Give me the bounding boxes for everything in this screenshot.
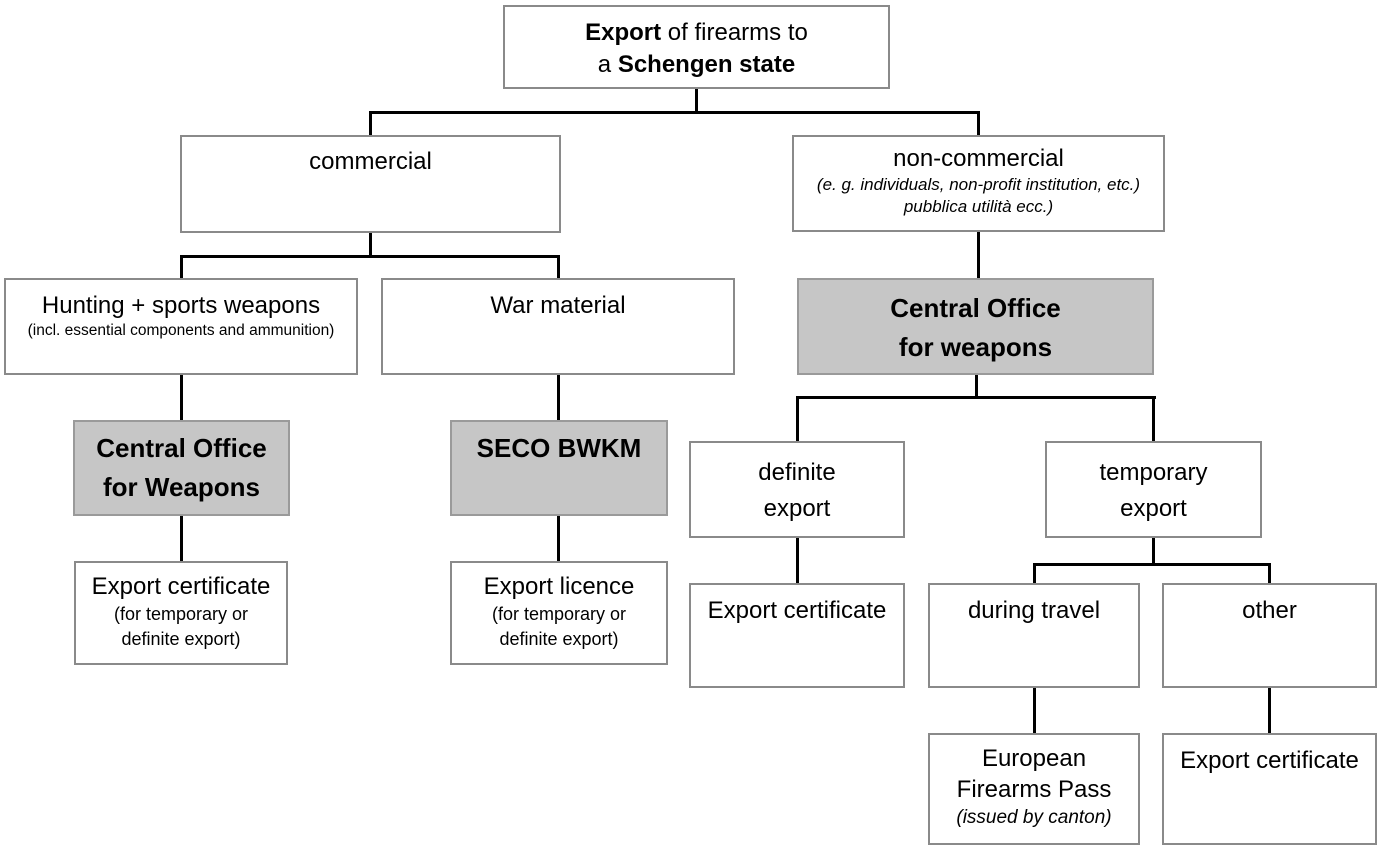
during-travel-label: during travel <box>967 597 1101 624</box>
temporary-line2: export <box>1120 495 1187 522</box>
edge-other-cert <box>1268 688 1271 733</box>
licence-label: Export licence <box>483 573 635 600</box>
edge-central-right-bar <box>796 396 1156 399</box>
temporary-line1: temporary <box>1099 459 1208 486</box>
node-hunting-sports-weapons: Hunting + sports weapons (incl. essentia… <box>4 278 358 375</box>
efp-line2: Firearms Pass <box>956 776 1112 804</box>
edge-to-noncommercial <box>977 111 980 135</box>
edge-war-seco <box>557 375 560 420</box>
central-left-line2: for Weapons <box>103 472 260 502</box>
efp-line1: European <box>981 745 1087 772</box>
licence-sub1: (for temporary or <box>491 604 627 625</box>
edge-root-down <box>695 89 698 112</box>
node-seco-bwkm: SECO BWKM <box>450 420 668 516</box>
node-temporary-export: temporary export <box>1045 441 1262 538</box>
central-right-line1: Central Office <box>890 293 1061 323</box>
edge-noncommercial-central <box>977 232 980 278</box>
licence-sub2: definite export) <box>499 629 619 650</box>
edge-seco-licence <box>557 516 560 561</box>
seco-label: SECO BWKM <box>476 433 642 463</box>
root-line2: a Schengen state <box>597 51 796 79</box>
cert-mid-label: Export certificate <box>707 597 887 624</box>
war-material-label: War material <box>490 292 626 319</box>
root-line1: Export of firearms to <box>585 19 808 46</box>
hunting-label: Hunting + sports weapons <box>41 292 321 319</box>
cert-left-sub2: definite export) <box>121 629 241 650</box>
edge-central-right-down <box>975 375 978 399</box>
edge-to-temporary <box>1152 396 1155 441</box>
edge-to-during <box>1033 563 1036 583</box>
edge-level1-bar <box>369 111 980 114</box>
non-commercial-label: non-commercial <box>893 145 1064 172</box>
node-commercial: commercial <box>180 135 561 233</box>
edge-central-cert <box>180 516 183 561</box>
edge-definite-cert <box>796 538 799 583</box>
edge-to-war <box>557 255 560 278</box>
commercial-label: commercial <box>309 148 432 175</box>
central-left-line1: Central Office <box>96 433 267 463</box>
node-central-office-weapons-right: Central Office for weapons <box>797 278 1154 375</box>
node-export-root: Export of firearms to a Schengen state <box>503 5 890 89</box>
definite-line2: export <box>763 495 831 522</box>
hunting-sub: (incl. essential components and ammuniti… <box>27 322 335 340</box>
node-non-commercial: non-commercial (e. g. individuals, non-p… <box>792 135 1165 232</box>
node-central-office-weapons-left: Central Office for Weapons <box>73 420 290 516</box>
efp-sub: (issued by canton) <box>956 807 1112 829</box>
edge-hunting-central <box>180 375 183 420</box>
node-war-material: War material <box>381 278 735 375</box>
non-commercial-sub2: pubblica utilità ecc.) <box>903 197 1054 217</box>
cert-br-label: Export certificate <box>1180 747 1359 774</box>
node-other: other <box>1162 583 1377 688</box>
edge-to-other <box>1268 563 1271 583</box>
node-export-licence: Export licence (for temporary or definit… <box>450 561 668 665</box>
node-during-travel: during travel <box>928 583 1140 688</box>
edge-to-hunting <box>180 255 183 278</box>
edge-temporary-down <box>1152 538 1155 566</box>
edge-to-definite <box>796 396 799 441</box>
non-commercial-sub1: (e. g. individuals, non-profit instituti… <box>816 175 1141 195</box>
node-export-certificate-other: Export certificate <box>1162 733 1377 845</box>
edge-commercial-down <box>369 233 372 258</box>
cert-left-label: Export certificate <box>91 573 271 600</box>
central-right-line2: for weapons <box>898 332 1053 362</box>
node-export-certificate-definite: Export certificate <box>689 583 905 688</box>
edge-to-commercial <box>369 111 372 135</box>
other-label: other <box>1242 597 1297 624</box>
edge-commercial-bar <box>180 255 560 258</box>
node-definite-export: definite export <box>689 441 905 538</box>
node-european-firearms-pass: European Firearms Pass (issued by canton… <box>928 733 1140 845</box>
node-export-certificate-commercial: Export certificate (for temporary or def… <box>74 561 288 665</box>
edge-temporary-bar <box>1033 563 1271 566</box>
cert-left-sub1: (for temporary or <box>113 604 249 625</box>
edge-during-efp <box>1033 688 1036 733</box>
definite-line1: definite <box>758 459 836 486</box>
